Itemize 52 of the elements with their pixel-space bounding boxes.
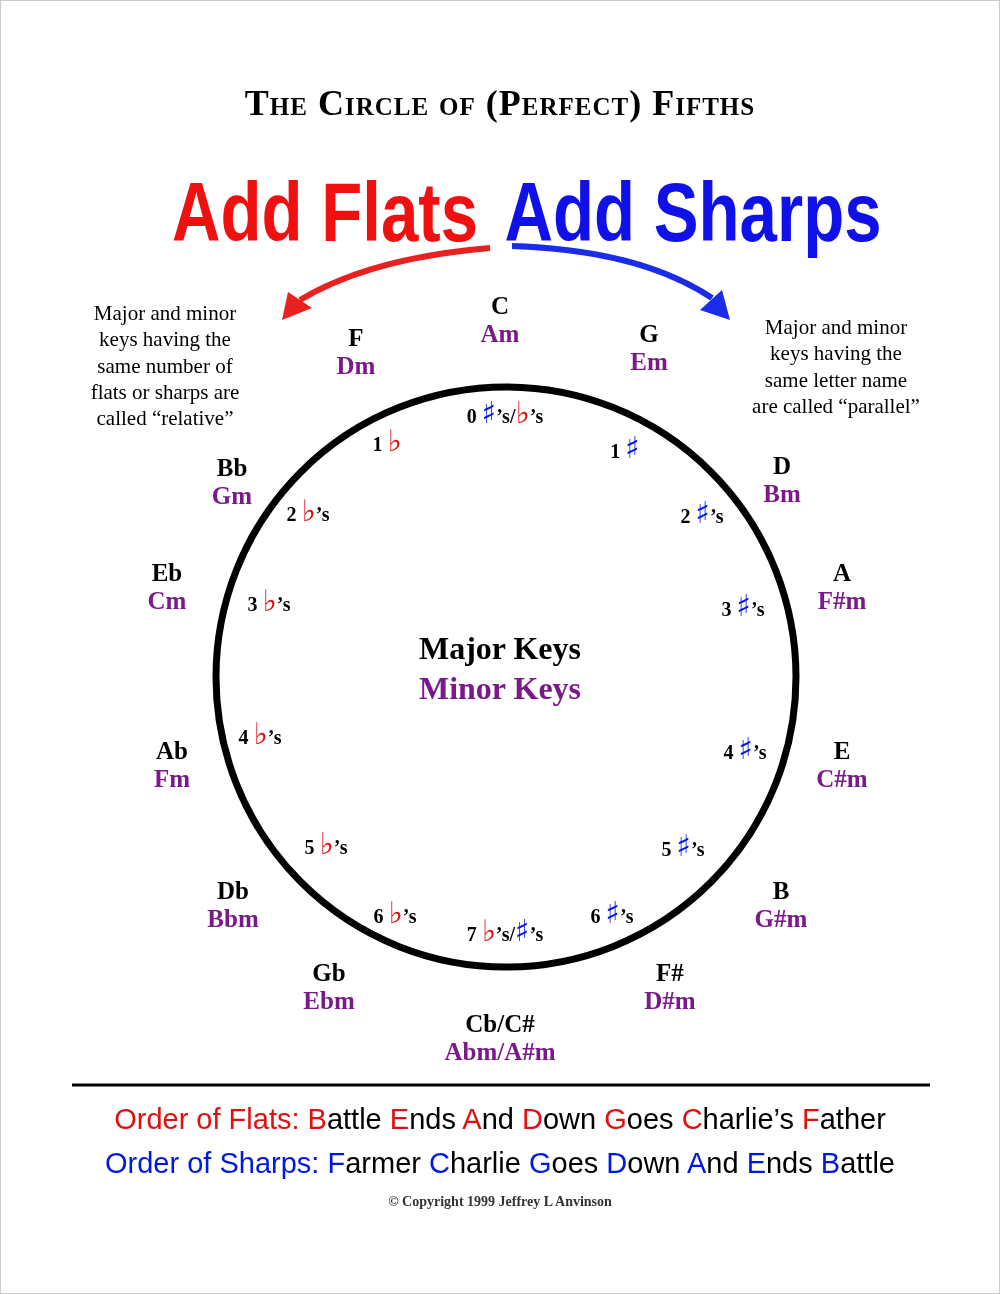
- major-key-label: Bb: [216, 454, 248, 482]
- accidental-count: 5 ♭’s: [304, 825, 348, 861]
- major-key-label: C: [490, 292, 509, 320]
- heading: Add Sharps: [504, 163, 882, 261]
- title: The Circle of (Perfect) Fifths: [244, 82, 756, 124]
- major-key-label: B: [772, 877, 790, 905]
- copyright-text: © Copyright 1999 Jeffrey L Anvinson: [388, 1194, 612, 1210]
- minor-key-label: G#m: [754, 905, 808, 933]
- major-key-label: Cb/C#: [465, 1010, 535, 1038]
- minor-key-label: D#m: [644, 987, 696, 1015]
- major-key-label: E: [833, 737, 851, 765]
- minor-key-label: Gm: [211, 482, 253, 510]
- mnemonic-text: Order of Flats: Battle Ends And Down Goes Charlie’s Father: [114, 1102, 886, 1136]
- note-text: Major and minor keys having the same letter name are called “parallel”: [751, 313, 921, 419]
- minor-key-label: C#m: [816, 765, 868, 793]
- minor-key-label: Bm: [763, 480, 801, 508]
- heading: Add Flats: [171, 163, 479, 261]
- accidental-count: 1 ♯: [610, 429, 640, 465]
- minor-key-label: Minor Keys: [418, 669, 582, 708]
- note-text: Major and minor keys having the same number of flats or sharps are called “relative”: [89, 300, 241, 432]
- minor-key-label: Fm: [153, 765, 191, 793]
- major-key-label: Major Keys: [419, 629, 581, 668]
- major-key-label: G: [639, 320, 659, 348]
- accidental-count: 4 ♭’s: [238, 715, 282, 751]
- minor-key-label: Dm: [336, 352, 376, 380]
- minor-key-label: Am: [480, 320, 520, 348]
- major-key-label: A: [832, 559, 851, 587]
- accidental-count: 0 ♯’s/♭’s: [466, 394, 544, 430]
- major-key-label: Eb: [151, 559, 183, 587]
- accidental-count: 7 ♭’s/♯’s: [466, 912, 544, 948]
- minor-key-label: Ebm: [303, 987, 355, 1015]
- major-key-label: D: [772, 452, 792, 480]
- minor-key-label: Em: [630, 348, 668, 376]
- major-key-label: F: [348, 324, 364, 352]
- accidental-count: 2 ♯’s: [680, 494, 724, 530]
- major-key-label: Ab: [156, 737, 188, 765]
- major-key-label: Db: [217, 877, 249, 905]
- accidental-count: 3 ♭’s: [247, 582, 291, 618]
- accidental-count: 5 ♯’s: [661, 827, 705, 863]
- accidental-count: 3 ♯’s: [721, 587, 765, 623]
- minor-key-label: F#m: [817, 587, 867, 615]
- mnemonic-text: Order of Sharps: Farmer Charlie Goes Down And Ends Battle: [105, 1146, 895, 1180]
- minor-key-label: Abm/A#m: [444, 1038, 556, 1066]
- accidental-count: 6 ♭’s: [373, 894, 417, 930]
- accidental-count: 2 ♭’s: [286, 492, 330, 528]
- accidental-count: 4 ♯’s: [723, 730, 767, 766]
- minor-key-label: Bbm: [207, 905, 259, 933]
- minor-key-label: Cm: [147, 587, 187, 615]
- major-key-label: Gb: [312, 959, 346, 987]
- accidental-count: 6 ♯’s: [590, 894, 634, 930]
- major-key-label: F#: [656, 959, 684, 987]
- accidental-count: 1 ♭: [372, 422, 402, 458]
